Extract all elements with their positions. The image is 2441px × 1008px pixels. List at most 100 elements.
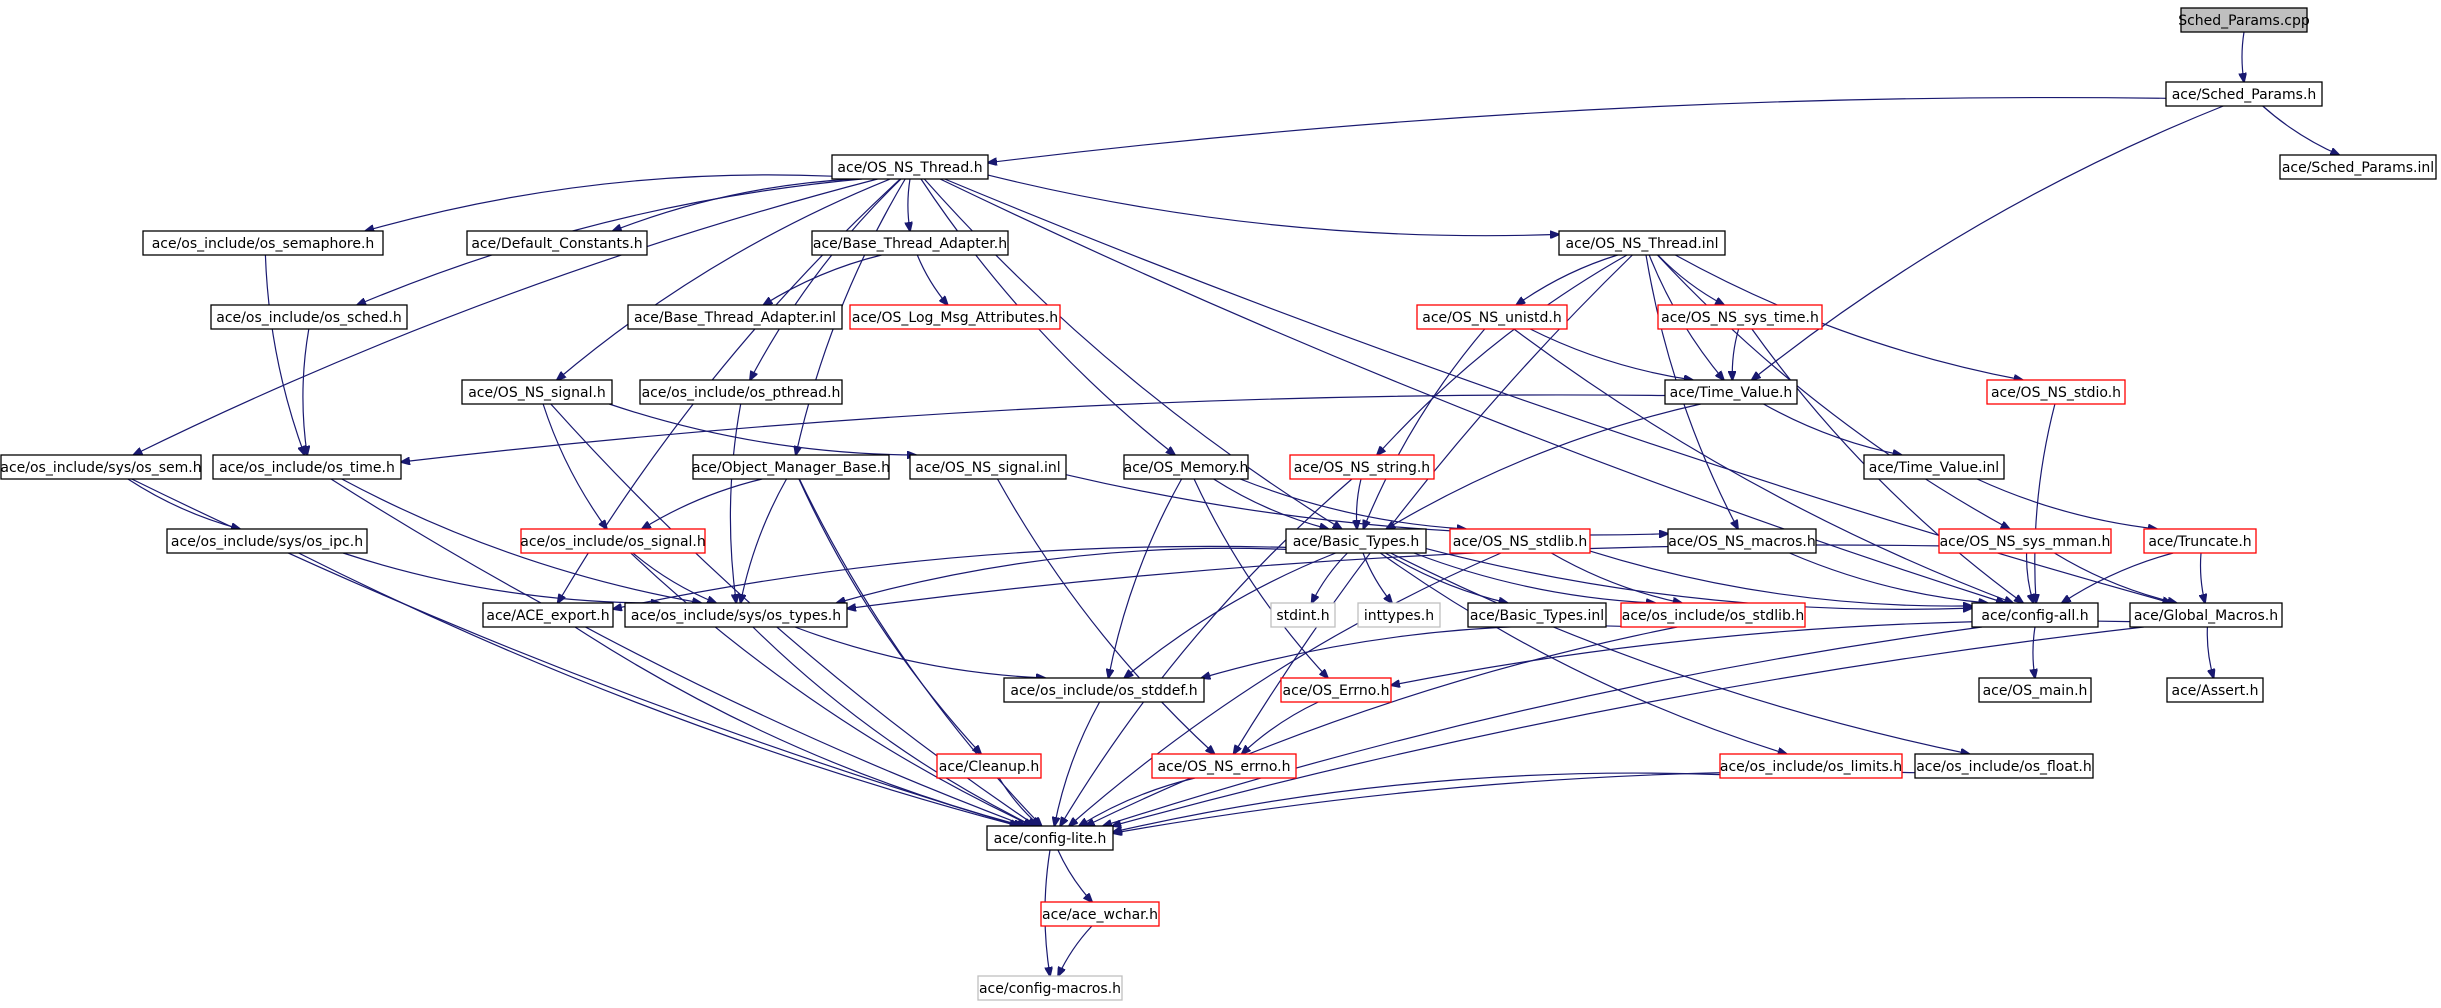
node-ace-os-ns-stdlib-h[interactable]: ace/OS_NS_stdlib.h (1449, 528, 1591, 554)
node-ace-truncate-h[interactable]: ace/Truncate.h (2143, 528, 2257, 554)
edge-ace-ace-export-h-to-ace-config-lite-h (574, 626, 1023, 826)
edge-ace-os-include-os-time-h-to-ace-config-lite-h (330, 478, 1026, 826)
edge-ace-os-memory-h-to-ace-os-errno-h (1193, 478, 1328, 678)
edge-ace-os-ns-thread-inl-to-ace-os-ns-string-h (1377, 254, 1628, 455)
edge-ace-os-ns-thread-h-to-ace-os-include-os-sched-h (357, 178, 862, 305)
node-ace-config-all-h[interactable]: ace/config-all.h (1971, 602, 2099, 628)
node-ace-base-thread-adapter-inl[interactable]: ace/Base_Thread_Adapter.inl (627, 304, 843, 330)
node-box (1123, 454, 1249, 480)
node-ace-os-include-os-float-h[interactable]: ace/os_include/os_float.h (1914, 753, 2094, 779)
edge-ace-os-ns-thread-h-to-ace-os-ns-signal-h (557, 178, 891, 380)
node-ace-object-manager-base-h[interactable]: ace/Object_Manager_Base.h (692, 454, 890, 480)
node-ace-os-include-os-signal-h[interactable]: ace/os_include/os_signal.h (520, 528, 706, 554)
node-label: ace/OS_NS_signal.inl (915, 460, 1060, 476)
edge-ace-os-include-os-signal-h-to-ace-os-include-sys-os-types-h (632, 552, 716, 603)
node-ace-time-value-h[interactable]: ace/Time_Value.h (1664, 379, 1798, 405)
edge-ace-sched-params-h-to-ace-sched-params-inl (2262, 105, 2340, 155)
node-ace-ace-wchar-h[interactable]: ace/ace_wchar.h (1040, 901, 1160, 927)
edge-ace-base-thread-adapter-h-to-ace-base-thread-adapter-inl (763, 254, 882, 305)
node-box (1285, 528, 1427, 554)
node-ace-os-include-os-pthread-h[interactable]: ace/os_include/os_pthread.h (639, 379, 843, 405)
node-ace-basic-types-inl[interactable]: ace/Basic_Types.inl (1467, 602, 1607, 628)
edge-ace-os-include-sys-os-types-h-to-ace-config-lite-h (752, 626, 1033, 826)
node-ace-os-log-msg-attributes-h[interactable]: ace/OS_Log_Msg_Attributes.h (849, 304, 1061, 330)
edge-ace-os-ns-signal-h-to-ace-os-include-os-signal-h (542, 403, 607, 529)
node-ace-basic-types-h[interactable]: ace/Basic_Types.h (1285, 528, 1427, 554)
node-box (2165, 81, 2323, 107)
node-ace-os-ns-sys-time-h[interactable]: ace/OS_NS_sys_time.h (1657, 304, 1823, 330)
node-label: ace/OS_NS_signal.h (468, 385, 606, 401)
edge-ace-os-ns-thread-h-to-ace-base-thread-adapter-h (908, 178, 910, 231)
node-sched-params-cpp[interactable]: Sched_Params.cpp (2178, 7, 2310, 33)
node-box (1657, 304, 1823, 330)
node-ace-os-ns-string-h[interactable]: ace/OS_NS_string.h (1289, 454, 1435, 480)
node-ace-os-include-os-time-h[interactable]: ace/os_include/os_time.h (212, 454, 402, 480)
node-ace-os-include-sys-os-sem-h[interactable]: ace/os_include/sys/os_sem.h (0, 454, 202, 480)
edge-ace-config-all-h-to-ace-os-main-h (2033, 626, 2035, 678)
node-ace-os-include-os-sched-h[interactable]: ace/os_include/os_sched.h (210, 304, 408, 330)
node-ace-os-include-os-stddef-h[interactable]: ace/os_include/os_stddef.h (1003, 677, 1205, 703)
node-box (1938, 528, 2112, 554)
edge-ace-os-memory-h-to-ace-os-include-os-stddef-h (1108, 478, 1183, 678)
edge-ace-os-ns-thread-h-to-ace-config-all-h (939, 178, 2005, 603)
node-ace-os-ns-sys-mman-h[interactable]: ace/OS_NS_sys_mman.h (1938, 528, 2112, 554)
node-ace-os-errno-h[interactable]: ace/OS_Errno.h (1280, 677, 1392, 703)
node-ace-config-lite-h[interactable]: ace/config-lite.h (986, 825, 1114, 851)
node-ace-os-include-sys-os-ipc-h[interactable]: ace/os_include/sys/os_ipc.h (166, 528, 368, 554)
node-box (212, 454, 402, 480)
node-box (624, 602, 848, 628)
node-box (936, 753, 1042, 779)
node-ace-os-include-os-stdlib-h[interactable]: ace/os_include/os_stdlib.h (1620, 602, 1806, 628)
edge-ace-os-include-os-signal-h-to-ace-config-lite-h (630, 552, 1033, 826)
node-ace-os-ns-signal-inl[interactable]: ace/OS_NS_signal.inl (909, 454, 1067, 480)
node-label: ace/os_include/os_time.h (219, 460, 395, 476)
node-ace-sched-params-inl[interactable]: ace/Sched_Params.inl (2279, 154, 2437, 180)
node-ace-cleanup-h[interactable]: ace/Cleanup.h (936, 753, 1042, 779)
node-label: ace/Sched_Params.h (2172, 87, 2317, 103)
node-ace-os-ns-stdio-h[interactable]: ace/OS_NS_stdio.h (1986, 379, 2126, 405)
edge-ace-global-macros-h-to-ace-assert-h (2206, 626, 2213, 678)
node-ace-global-macros-h[interactable]: ace/Global_Macros.h (2129, 602, 2283, 628)
node-box (2180, 7, 2308, 33)
node-box (1558, 230, 1726, 256)
edge-ace-os-ns-sys-mman-h-to-ace-config-all-h (2025, 552, 2034, 603)
node-ace-default-constants-h[interactable]: ace/Default_Constants.h (466, 230, 648, 256)
node-ace-os-include-os-semaphore-h[interactable]: ace/os_include/os_semaphore.h (142, 230, 384, 256)
edge-ace-basic-types-h-to-ace-basic-types-inl (1385, 552, 1507, 603)
node-ace-time-value-inl[interactable]: ace/Time_Value.inl (1863, 454, 2005, 480)
node-ace-os-include-os-limits-h[interactable]: ace/os_include/os_limits.h (1719, 753, 1903, 779)
node-box (2143, 528, 2257, 554)
node-ace-os-ns-macros-h[interactable]: ace/OS_NS_macros.h (1667, 528, 1817, 554)
edge-ace-truncate-h-to-ace-global-macros-h (2201, 552, 2206, 603)
edge-ace-base-thread-adapter-h-to-ace-os-log-msg-attributes-h (916, 254, 947, 305)
node-label: ace/Cleanup.h (939, 759, 1039, 775)
node-box (1978, 677, 2092, 703)
edge-ace-os-ns-macros-h-to-ace-config-all-h (1789, 552, 1988, 603)
node-ace-os-include-sys-os-types-h[interactable]: ace/os_include/sys/os_types.h (624, 602, 848, 628)
node-ace-base-thread-adapter-h[interactable]: ace/Base_Thread_Adapter.h (811, 230, 1009, 256)
node-ace-os-ns-signal-h[interactable]: ace/OS_NS_signal.h (461, 379, 613, 405)
edge-ace-os-include-os-sched-h-to-ace-os-include-os-time-h (303, 328, 309, 455)
node-ace-os-ns-thread-h[interactable]: ace/OS_NS_Thread.h (831, 154, 989, 180)
node-label: ace/OS_NS_errno.h (1157, 759, 1290, 775)
node-box (482, 602, 614, 628)
node-box (466, 230, 648, 256)
node-stdint-h[interactable]: stdint.h (1270, 602, 1336, 628)
edge-ace-os-ns-stdlib-h-to-ace-config-lite-h (1069, 552, 1502, 826)
node-label: ace/config-all.h (1981, 608, 2088, 624)
node-ace-os-ns-unistd-h[interactable]: ace/OS_NS_unistd.h (1416, 304, 1568, 330)
node-ace-os-main-h[interactable]: ace/OS_main.h (1978, 677, 2092, 703)
edge-ace-basic-types-h-to-ace-os-include-os-stdlib-h (1413, 552, 1655, 603)
node-ace-os-ns-errno-h[interactable]: ace/OS_NS_errno.h (1151, 753, 1297, 779)
edge-ace-os-include-os-stdlib-h-to-ace-os-include-os-stddef-h (1201, 624, 1622, 678)
node-ace-os-ns-thread-inl[interactable]: ace/OS_NS_Thread.inl (1558, 230, 1726, 256)
node-inttypes-h[interactable]: inttypes.h (1357, 602, 1441, 628)
node-ace-assert-h[interactable]: ace/Assert.h (2166, 677, 2264, 703)
node-ace-config-macros-h[interactable]: ace/config-macros.h (977, 975, 1123, 1001)
node-ace-os-memory-h[interactable]: ace/OS_Memory.h (1123, 454, 1249, 480)
node-box (142, 230, 384, 256)
node-ace-ace-export-h[interactable]: ace/ACE_export.h (482, 602, 614, 628)
node-ace-sched-params-h[interactable]: ace/Sched_Params.h (2165, 81, 2323, 107)
node-label: ace/OS_Errno.h (1283, 683, 1390, 699)
node-box (986, 825, 1114, 851)
